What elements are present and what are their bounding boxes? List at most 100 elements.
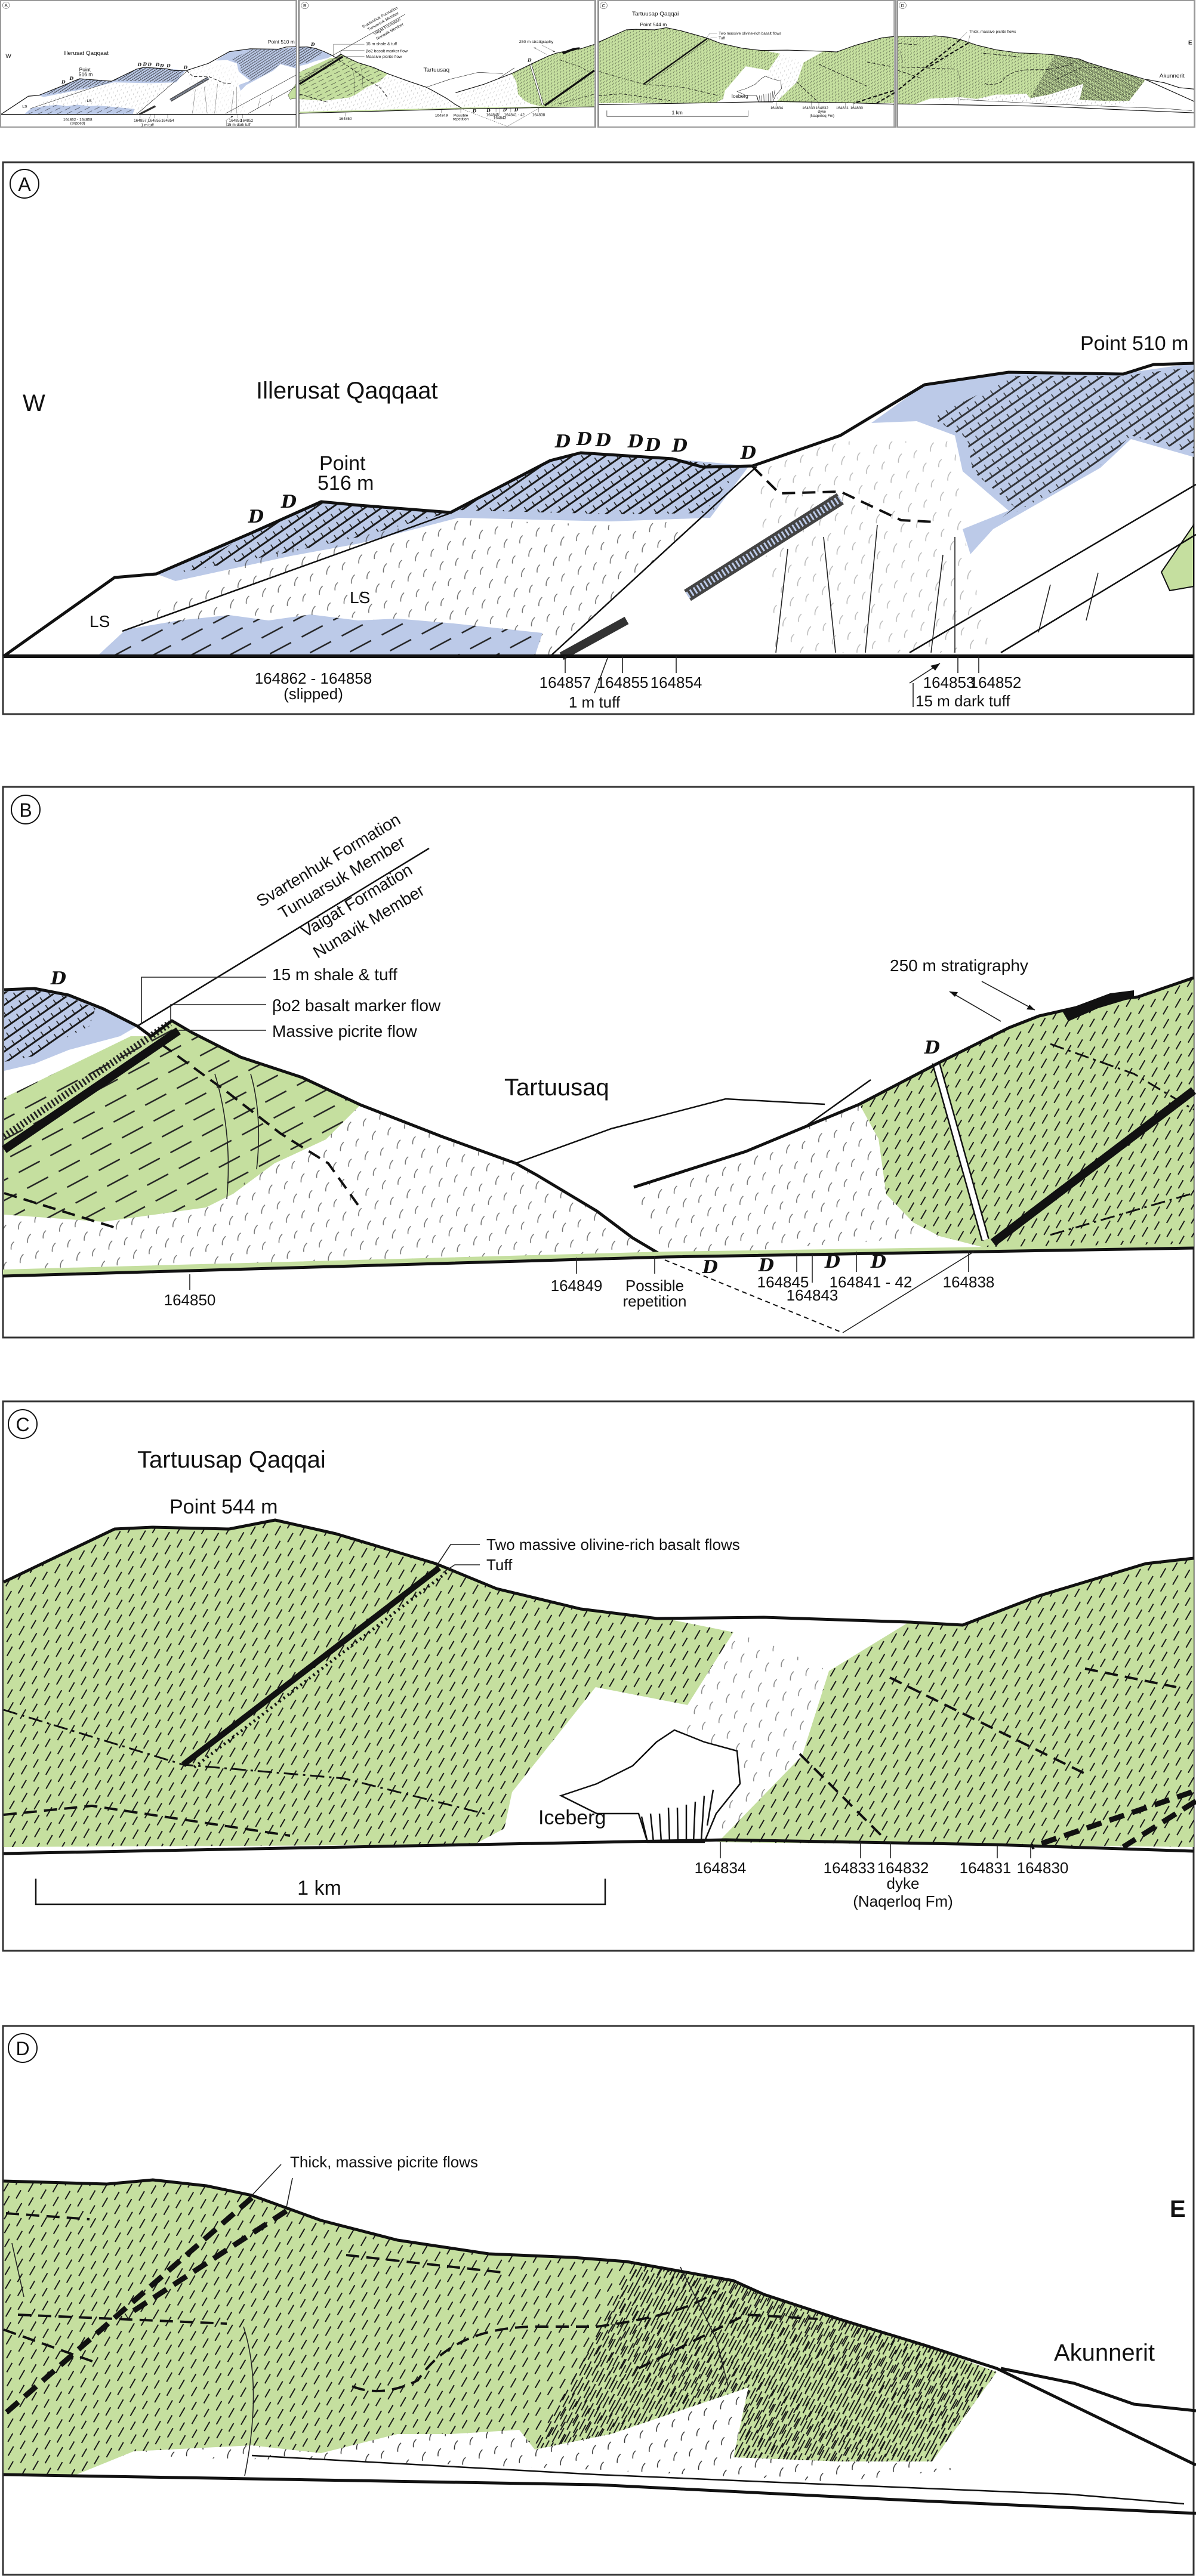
slope-talus-right [757,441,991,653]
sample-id: 164838 [943,1273,995,1291]
dyke-marker: D [702,1257,718,1278]
marker-flow-note: βo2 basalt marker flow [272,996,441,1015]
panel-d-badge [8,2033,38,2063]
sample-id: 164853 [923,674,975,691]
tuff-note: 1 m tuff [569,693,621,711]
point-510-label: Point 510 m [1080,332,1188,355]
annotation-leaders [251,2164,293,2208]
panel-a-label: A [18,174,31,195]
lower-blue-unit-lines [99,614,542,656]
dashed-contacts [3,2212,818,2392]
left-profile [4,987,666,1259]
sample-id: 164854 [651,674,702,691]
dyke-marker: D [870,1252,886,1272]
sample-id: 164832 [877,1859,929,1877]
fault-line [909,483,1196,654]
panel-b-label: B [19,799,32,821]
talus-right [634,1104,939,1257]
dense-hatch-zone [535,2264,997,2461]
panel-a: A W Illerusat Qaqqaat Point 516 m Point … [2,161,1196,715]
picrite-flow-right [990,1087,1196,1246]
locality-name: Tartuusaq [504,1074,609,1101]
olivine-basalt-flows [181,1565,442,1767]
thick-dashed-flow [1030,1789,1196,1850]
repetition-dashed-line [664,1259,843,1333]
panel-b-badge [11,795,41,824]
stratigraphy-arrows [949,981,1035,1022]
dyke-marker: D [671,435,688,456]
dyke-marker: D [924,1037,940,1058]
point-elevation: 516 m [318,472,374,495]
scale-bar-label: 1 km [297,1877,341,1899]
dashed-fault [4,1043,359,1230]
sample-id: 164849 [551,1277,603,1295]
fracture-lines [11,2243,729,2476]
dyke-markers: D D D D D D D D D [248,429,756,527]
overview-thumbnail-strip [0,0,1195,128]
thumbnail-panel-d [897,0,1195,127]
fracture-lines [214,1073,260,1200]
point-544-label: Point 544 m [169,1496,278,1518]
panel-c-badge [8,1409,38,1439]
right-blue-hatch [931,367,1194,537]
talus-left [3,1105,665,1276]
sample-ticks [565,656,979,707]
thumbnail-panel-c [598,0,895,127]
dashed-contact [1050,1043,1194,1236]
dyke-label: dyke [887,1874,920,1892]
scree-lines [775,524,1099,653]
formation-boundary-line [137,847,430,1027]
panel-b: B Svartenhuk Formation Tunuarsuk Member … [2,786,1196,1339]
sample-id: 164841 - 42 [830,1273,913,1291]
panel-c: C Tartuusap Qaqqai Point 544 m Two massi… [2,1400,1196,1952]
sample-id: 164831 [960,1859,1012,1877]
dyke-marker: D [645,435,661,456]
formation-labels: Svartenhuk Formation Tunuarsuk Member Va… [137,810,430,1027]
tuff-band [559,616,629,660]
dyke-marker: D [627,431,643,452]
picrite-flows-note: Thick, massive picrite flows [290,2153,478,2171]
shoreline [2,1246,1194,1278]
sample-id: 164855 [597,674,649,691]
sample-id: 164830 [1017,1859,1069,1877]
scale-bar [35,1879,606,1905]
repetition-line [842,1251,975,1333]
possible-label: Possible [625,1277,684,1295]
sample-range: 164862 - 164858 [255,669,372,687]
ls-label: LS [350,588,370,607]
direction-west: W [23,390,45,416]
dashed-contact [3,1804,291,1837]
distant-ridge [515,1098,825,1165]
fault-line [1000,533,1196,654]
panel-c-label: C [16,1414,29,1435]
sample-ticks [720,1842,1031,1858]
dyke-marker: D [824,1252,840,1272]
ridge-profile [2,362,1194,658]
thick-picrite-flows [2,2195,288,2417]
iceberg-label: Iceberg [538,1806,606,1829]
green-patch [1160,523,1194,592]
sample-id: 164845 [757,1273,809,1291]
dashed-contact [799,1667,1177,1839]
dyke-formation-label: (Naqerloq Fm) [853,1892,953,1910]
panel-d-label: D [16,2038,29,2059]
stratigraphy-note: 250 m stratigraphy [890,956,1028,975]
sample-id: 164834 [695,1859,747,1877]
shoreline [3,2473,1196,2515]
tuff-note: Tuff [486,1556,513,1574]
dyke-marker: D [248,506,264,527]
locality-name: Illerusat Qaqqaat [256,378,438,404]
sample-range-note: (slipped) [283,685,343,703]
sample-id: 164843 [787,1286,839,1304]
thumbnail-frame [0,0,297,128]
panel-d: D Thick, massive picrite flows E Akunner… [2,2025,1196,2576]
arrowheads [950,992,1035,1010]
dash-dot-contact [3,1709,489,1816]
shale-tuff-note: 15 m shale & tuff [272,965,397,984]
sample-id: 164833 [824,1859,876,1877]
thumbnail-panel-b [298,0,596,127]
slump-boundary [550,466,757,657]
iceberg-face-hatch [640,1789,714,1843]
dyke-marker: D [758,1255,774,1276]
summit-hatch [179,453,740,573]
